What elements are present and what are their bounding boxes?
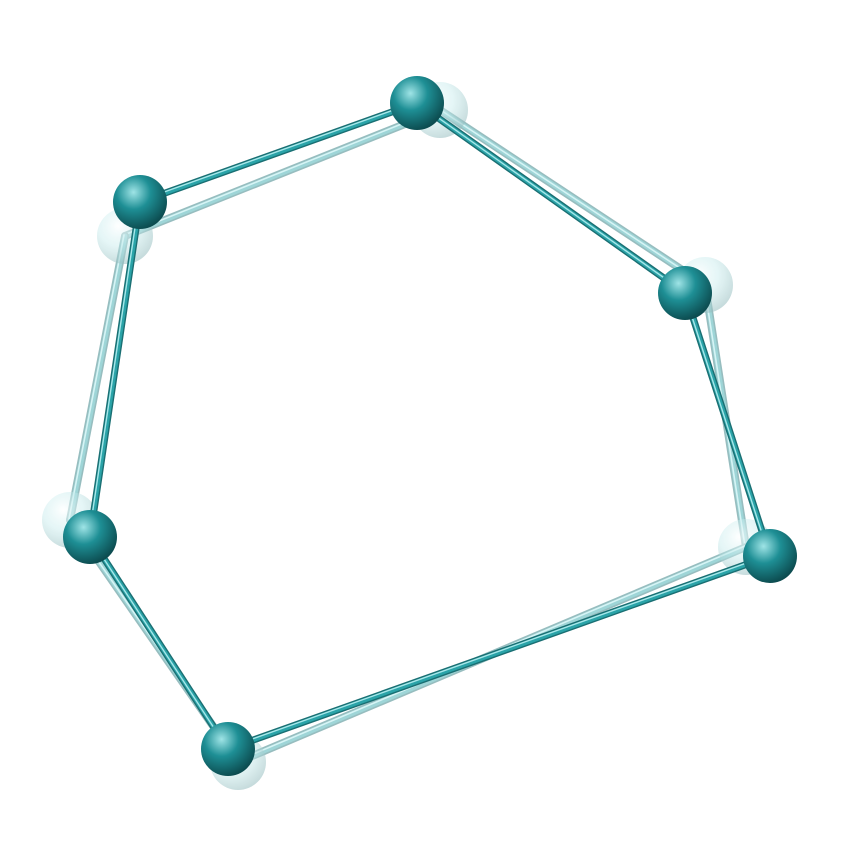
bond xyxy=(224,552,774,753)
ghost-bond xyxy=(121,106,444,240)
bond xyxy=(86,198,144,541)
atom xyxy=(390,76,444,130)
atom xyxy=(658,266,712,320)
bond xyxy=(681,289,774,560)
atom xyxy=(113,175,167,229)
ghost-bond xyxy=(66,232,129,524)
atom xyxy=(63,510,117,564)
bond xyxy=(136,99,421,206)
main-structure xyxy=(63,76,797,776)
bond xyxy=(413,99,689,297)
bond xyxy=(86,533,232,753)
atom xyxy=(743,529,797,583)
atom xyxy=(201,722,255,776)
ghost-bond xyxy=(436,106,709,289)
